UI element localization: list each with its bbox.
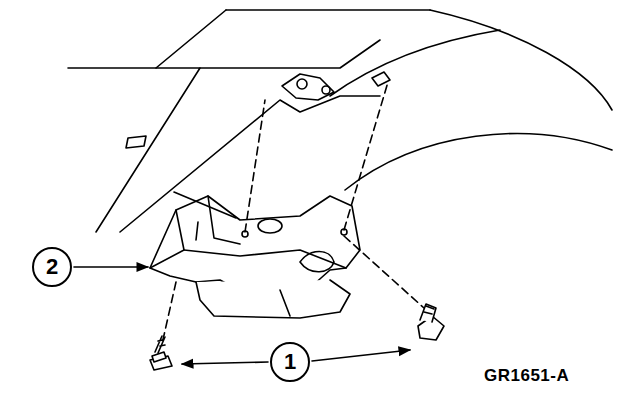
panel-curve <box>330 30 500 96</box>
bolt <box>418 304 444 340</box>
latch-lever <box>280 290 290 316</box>
striker-pin <box>322 86 330 94</box>
panel-edge <box>68 10 226 68</box>
callout-number: 1 <box>270 342 310 382</box>
bracket-fold <box>184 250 346 268</box>
leader-arrow <box>312 350 410 361</box>
latch-pivot <box>300 252 334 272</box>
callout-number: 2 <box>32 247 72 287</box>
panel-curve <box>430 10 612 110</box>
figure-code: GR1651-A <box>484 366 569 386</box>
leader-arrow <box>74 266 148 268</box>
alignment-line <box>344 236 424 308</box>
latch-lever <box>196 280 350 318</box>
alignment-line <box>162 282 176 344</box>
striker <box>282 74 334 100</box>
striker-pin <box>297 79 307 89</box>
bolt <box>150 336 172 370</box>
panel-edge <box>226 9 430 11</box>
bracket-detail <box>196 222 198 240</box>
bracket-fold <box>208 196 240 244</box>
alignment-line <box>344 82 388 230</box>
bracket-fold <box>150 210 184 268</box>
bracket-slot <box>258 219 282 233</box>
panel-slot <box>126 136 146 148</box>
panel-edge <box>200 40 380 68</box>
latch-bracket <box>150 196 360 292</box>
mount-hole <box>372 72 390 86</box>
alignment-line <box>245 100 265 232</box>
leader-arrow <box>182 362 268 364</box>
panel-curve <box>345 134 612 190</box>
cable <box>174 192 236 218</box>
